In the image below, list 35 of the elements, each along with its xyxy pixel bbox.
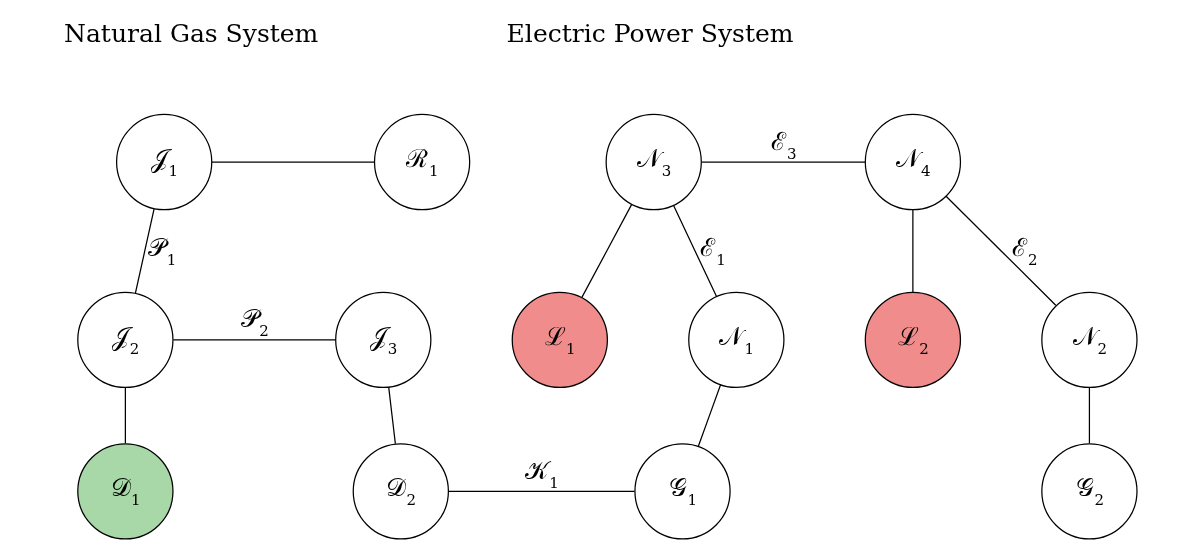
node-circle: 𝒩$_{4}$: [864, 113, 962, 211]
edge-label: 𝒦$_{1}$: [525, 455, 559, 492]
node-circle: ℒ$_{2}$: [864, 291, 962, 389]
connector: [388, 386, 396, 445]
edge-label: 𝒫$_{1}$: [147, 232, 177, 269]
node-circle: 𝒟$_{2}$: [352, 443, 449, 540]
node-circle: 𝒥$_{1}$: [116, 113, 213, 211]
node-circle: 𝒢$_{2}$: [1041, 443, 1138, 540]
node-circle: 𝒟$_{1}$: [77, 443, 174, 540]
connector: [945, 195, 1057, 306]
connector: [211, 161, 376, 163]
edge-label: ℰ$_{3}$: [770, 126, 797, 163]
edge-label: ℰ$_{1}$: [700, 232, 726, 269]
label: Natural Gas System: [64, 18, 319, 48]
connector: [172, 339, 337, 341]
connector: [673, 205, 718, 298]
connector: [697, 384, 722, 447]
connector: [447, 490, 636, 492]
connector: [124, 386, 126, 444]
edge-label: 𝒫$_{2}$: [240, 304, 269, 341]
edge-label: ℰ$_{2}$: [1011, 232, 1038, 269]
node-circle: 𝒥$_{3}$: [335, 291, 432, 389]
node-circle: 𝒩$_{3}$: [605, 113, 702, 211]
node-circle: 𝒥$_{2}$: [77, 291, 174, 389]
connector: [134, 208, 155, 294]
connector: [912, 209, 914, 293]
connector: [1088, 386, 1091, 444]
node-circle: 𝒩$_{2}$: [1041, 291, 1138, 389]
connector: [581, 203, 633, 298]
node-circle: 𝒩$_{1}$: [688, 291, 785, 389]
node-circle: 𝒢$_{1}$: [634, 443, 731, 540]
label: Electric Power System: [506, 18, 794, 48]
node-circle: ℒ$_{1}$: [511, 291, 608, 389]
node-circle: ℛ$_{1}$: [373, 113, 471, 211]
connector: [701, 161, 866, 163]
